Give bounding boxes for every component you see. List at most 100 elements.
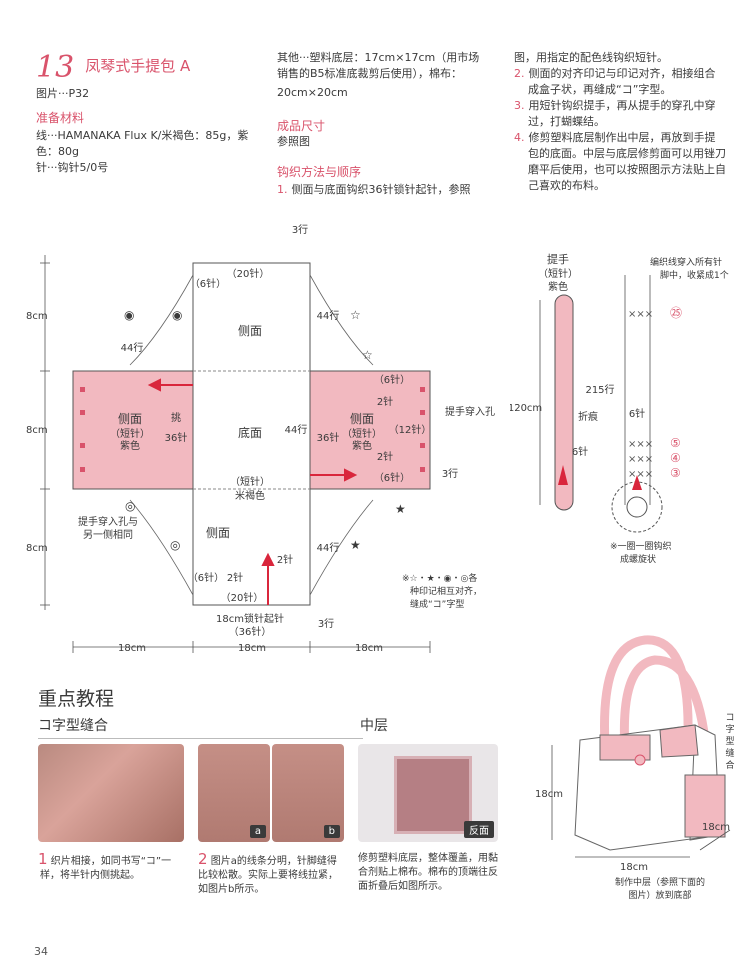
dim-18cm-right: 18cm bbox=[355, 643, 383, 654]
handle-title: 提手 bbox=[547, 252, 569, 266]
pattern-header: 13 凤琴式手提包 A bbox=[36, 50, 190, 85]
step-text: 图，用指定的配色线钩织短针。 bbox=[514, 51, 668, 64]
step-text: 过，打蝴蝶结。 bbox=[528, 115, 605, 128]
right-panel-title: 侧面 bbox=[350, 412, 374, 426]
left-panel-sub: （短针） bbox=[110, 427, 150, 440]
materials-line: 针···钩针5/0号 bbox=[36, 161, 109, 174]
handle-hole-label-right: 提手穿入孔 bbox=[445, 405, 495, 418]
stitch-count: 36针 bbox=[317, 431, 340, 444]
stitch-count: （6针） bbox=[188, 571, 224, 584]
step-text: 己喜欢的布料。 bbox=[528, 179, 605, 192]
handle-hole-left-1: 提手穿入孔与 bbox=[78, 515, 138, 528]
mark-circle: ◎ bbox=[125, 499, 135, 513]
right-panel-sub: （短针） bbox=[342, 427, 382, 440]
caption-text: 比较松散。实际上要将线拉紧， bbox=[198, 870, 338, 881]
caption-text: 面折叠后如图所示。 bbox=[358, 881, 448, 892]
row-mark-25: ㉕ bbox=[670, 306, 682, 320]
handle-rows: 215行 bbox=[585, 383, 614, 396]
stitch-count: （6针） bbox=[374, 471, 410, 484]
stitch-count: （6针） bbox=[190, 277, 226, 290]
bag-handle bbox=[600, 635, 693, 746]
handle-note-top-1: 编织线穿入所有针 bbox=[650, 256, 722, 268]
mark-star-outline: ☆ bbox=[362, 348, 373, 362]
stitch-label-char: コ bbox=[725, 713, 734, 723]
mark-circle: ◎ bbox=[170, 538, 180, 552]
photo-seam-b: b bbox=[272, 744, 344, 842]
tutorial-sub-middle-layer: 中层 bbox=[360, 718, 388, 734]
dim-18cm-center: 18cm bbox=[238, 643, 266, 654]
method-heading: 钩织方法与顺序 bbox=[277, 165, 362, 179]
stitch-count: 2针 bbox=[227, 571, 243, 584]
pattern-number: 13 bbox=[36, 50, 75, 85]
materials-heading: 准备材料 bbox=[36, 111, 85, 125]
handle-sub: （短针） bbox=[538, 267, 578, 280]
other-materials: 其他···塑料底层：17cm×17cm（用市场 销售的B5标准底裁剪后使用），棉… bbox=[277, 50, 502, 101]
stitch-count: （20针） bbox=[227, 267, 270, 280]
tutorial-sub-seam: コ字型缝合 bbox=[38, 718, 108, 734]
dim-8cm-mid: 8cm bbox=[26, 425, 48, 436]
stitch-count: 36针 bbox=[165, 431, 188, 444]
caption-1: 1 织片相接，如同书写“コ”一 样，将半针内侧挑起。 bbox=[38, 852, 188, 883]
right-side-panel bbox=[309, 370, 431, 490]
row-count: 3行 bbox=[442, 467, 458, 480]
stitch-label-char: 合 bbox=[725, 759, 734, 771]
handle-note-top-2: 脚中，收紧成1个 bbox=[660, 269, 729, 281]
row-mark-5: ⑤ bbox=[670, 436, 681, 450]
handle-note-bottom-2: 成螺旋状 bbox=[620, 553, 656, 565]
step-text: 修剪塑料底层制作出中层，再放到手提 bbox=[528, 131, 716, 144]
handle-hole-left-2: 另一侧相同 bbox=[83, 528, 133, 541]
bag-note-1: 制作中层（参照下面的 bbox=[615, 876, 705, 888]
tag-a: a bbox=[249, 825, 266, 838]
construction-diagram: 8cm 8cm 8cm 18cm 18cm 18cm 侧面 底面 侧面 侧面 侧… bbox=[26, 223, 495, 654]
method-step-1: 1.侧面与底面钩织36针锁针起针，参照 bbox=[277, 182, 507, 198]
caption-number: 1 bbox=[38, 850, 48, 868]
bag-dim-height: 18cm bbox=[535, 789, 563, 800]
handle-note-bottom-1: ※一圈一圈钩织 bbox=[610, 540, 672, 552]
step-text: 用短针钩织提手，再从提手的穿孔中穿 bbox=[528, 99, 716, 112]
pattern-title: 凤琴式手提包 A bbox=[85, 57, 191, 75]
materials-line: 色：80g bbox=[36, 145, 79, 158]
marks-note-1: ※☆・★・◉・◎各 bbox=[402, 572, 477, 584]
tutorial-heading: 重点教程 bbox=[38, 688, 115, 710]
handle-stitches: 6针 bbox=[629, 407, 645, 420]
stitch-count: 2针 bbox=[277, 553, 293, 566]
stitch-x-marks: ××× bbox=[628, 469, 653, 480]
row-count: 44行 bbox=[121, 341, 144, 354]
dim-8cm-top: 8cm bbox=[26, 311, 48, 322]
right-panel-color: 紫色 bbox=[352, 439, 372, 452]
step-number: 1. bbox=[277, 183, 288, 196]
bottom-panel-label: 侧面 bbox=[206, 526, 230, 540]
photo-seam-a: a bbox=[198, 744, 270, 842]
mark-double-circle: ◉ bbox=[172, 308, 182, 322]
caption-text: 合剂贴上棉布。棉布的顶端往反 bbox=[358, 867, 498, 878]
materials-line: 线···HAMANAKA Flux K/米褐色：85g，紫 bbox=[36, 129, 249, 142]
stitch-label-char: 型 bbox=[725, 736, 734, 747]
step-text: 成盒子状，再缝成“コ”字型。 bbox=[528, 83, 672, 96]
left-side-panel bbox=[72, 370, 194, 490]
mark-star-outline: ☆ bbox=[350, 308, 361, 322]
bag-dim-depth: 18cm bbox=[702, 822, 730, 833]
stitch-count: 2针 bbox=[377, 395, 393, 408]
step-number: 2. bbox=[514, 67, 525, 80]
caption-text: 样，将半针内侧挑起。 bbox=[40, 870, 140, 881]
chain-note-1: 18cm锁针起针 bbox=[216, 612, 284, 625]
stitch-count: （20针） bbox=[221, 591, 264, 604]
tag-b: b bbox=[323, 825, 340, 838]
base-stitch: （短针） bbox=[230, 475, 270, 488]
caption-text: 图片a的线条分明，针脚缝得 bbox=[210, 856, 337, 867]
left-panel-title: 侧面 bbox=[118, 412, 142, 426]
step-text: 侧面的对齐印记与印记对齐，相接组合 bbox=[528, 67, 716, 80]
mark-double-circle: ◉ bbox=[124, 308, 134, 322]
step-number: 3. bbox=[514, 99, 525, 112]
dim-18cm-left: 18cm bbox=[118, 643, 146, 654]
step-text: 包的底面。中层与底层修剪面可以用锉刀 bbox=[528, 147, 726, 160]
page-number: 34 bbox=[34, 945, 48, 958]
mark-star: ★ bbox=[350, 538, 361, 552]
stitch-count: （6针） bbox=[374, 373, 410, 386]
photo-reference: 图片···P32 bbox=[36, 87, 90, 100]
photo-middle-layer: 反面 bbox=[358, 744, 498, 842]
stitch-label-char: 缝 bbox=[725, 747, 734, 759]
marks-note-2: 种印记相互对齐， bbox=[410, 585, 482, 597]
handle-strip bbox=[554, 294, 574, 511]
row-count: 44行 bbox=[285, 423, 308, 436]
